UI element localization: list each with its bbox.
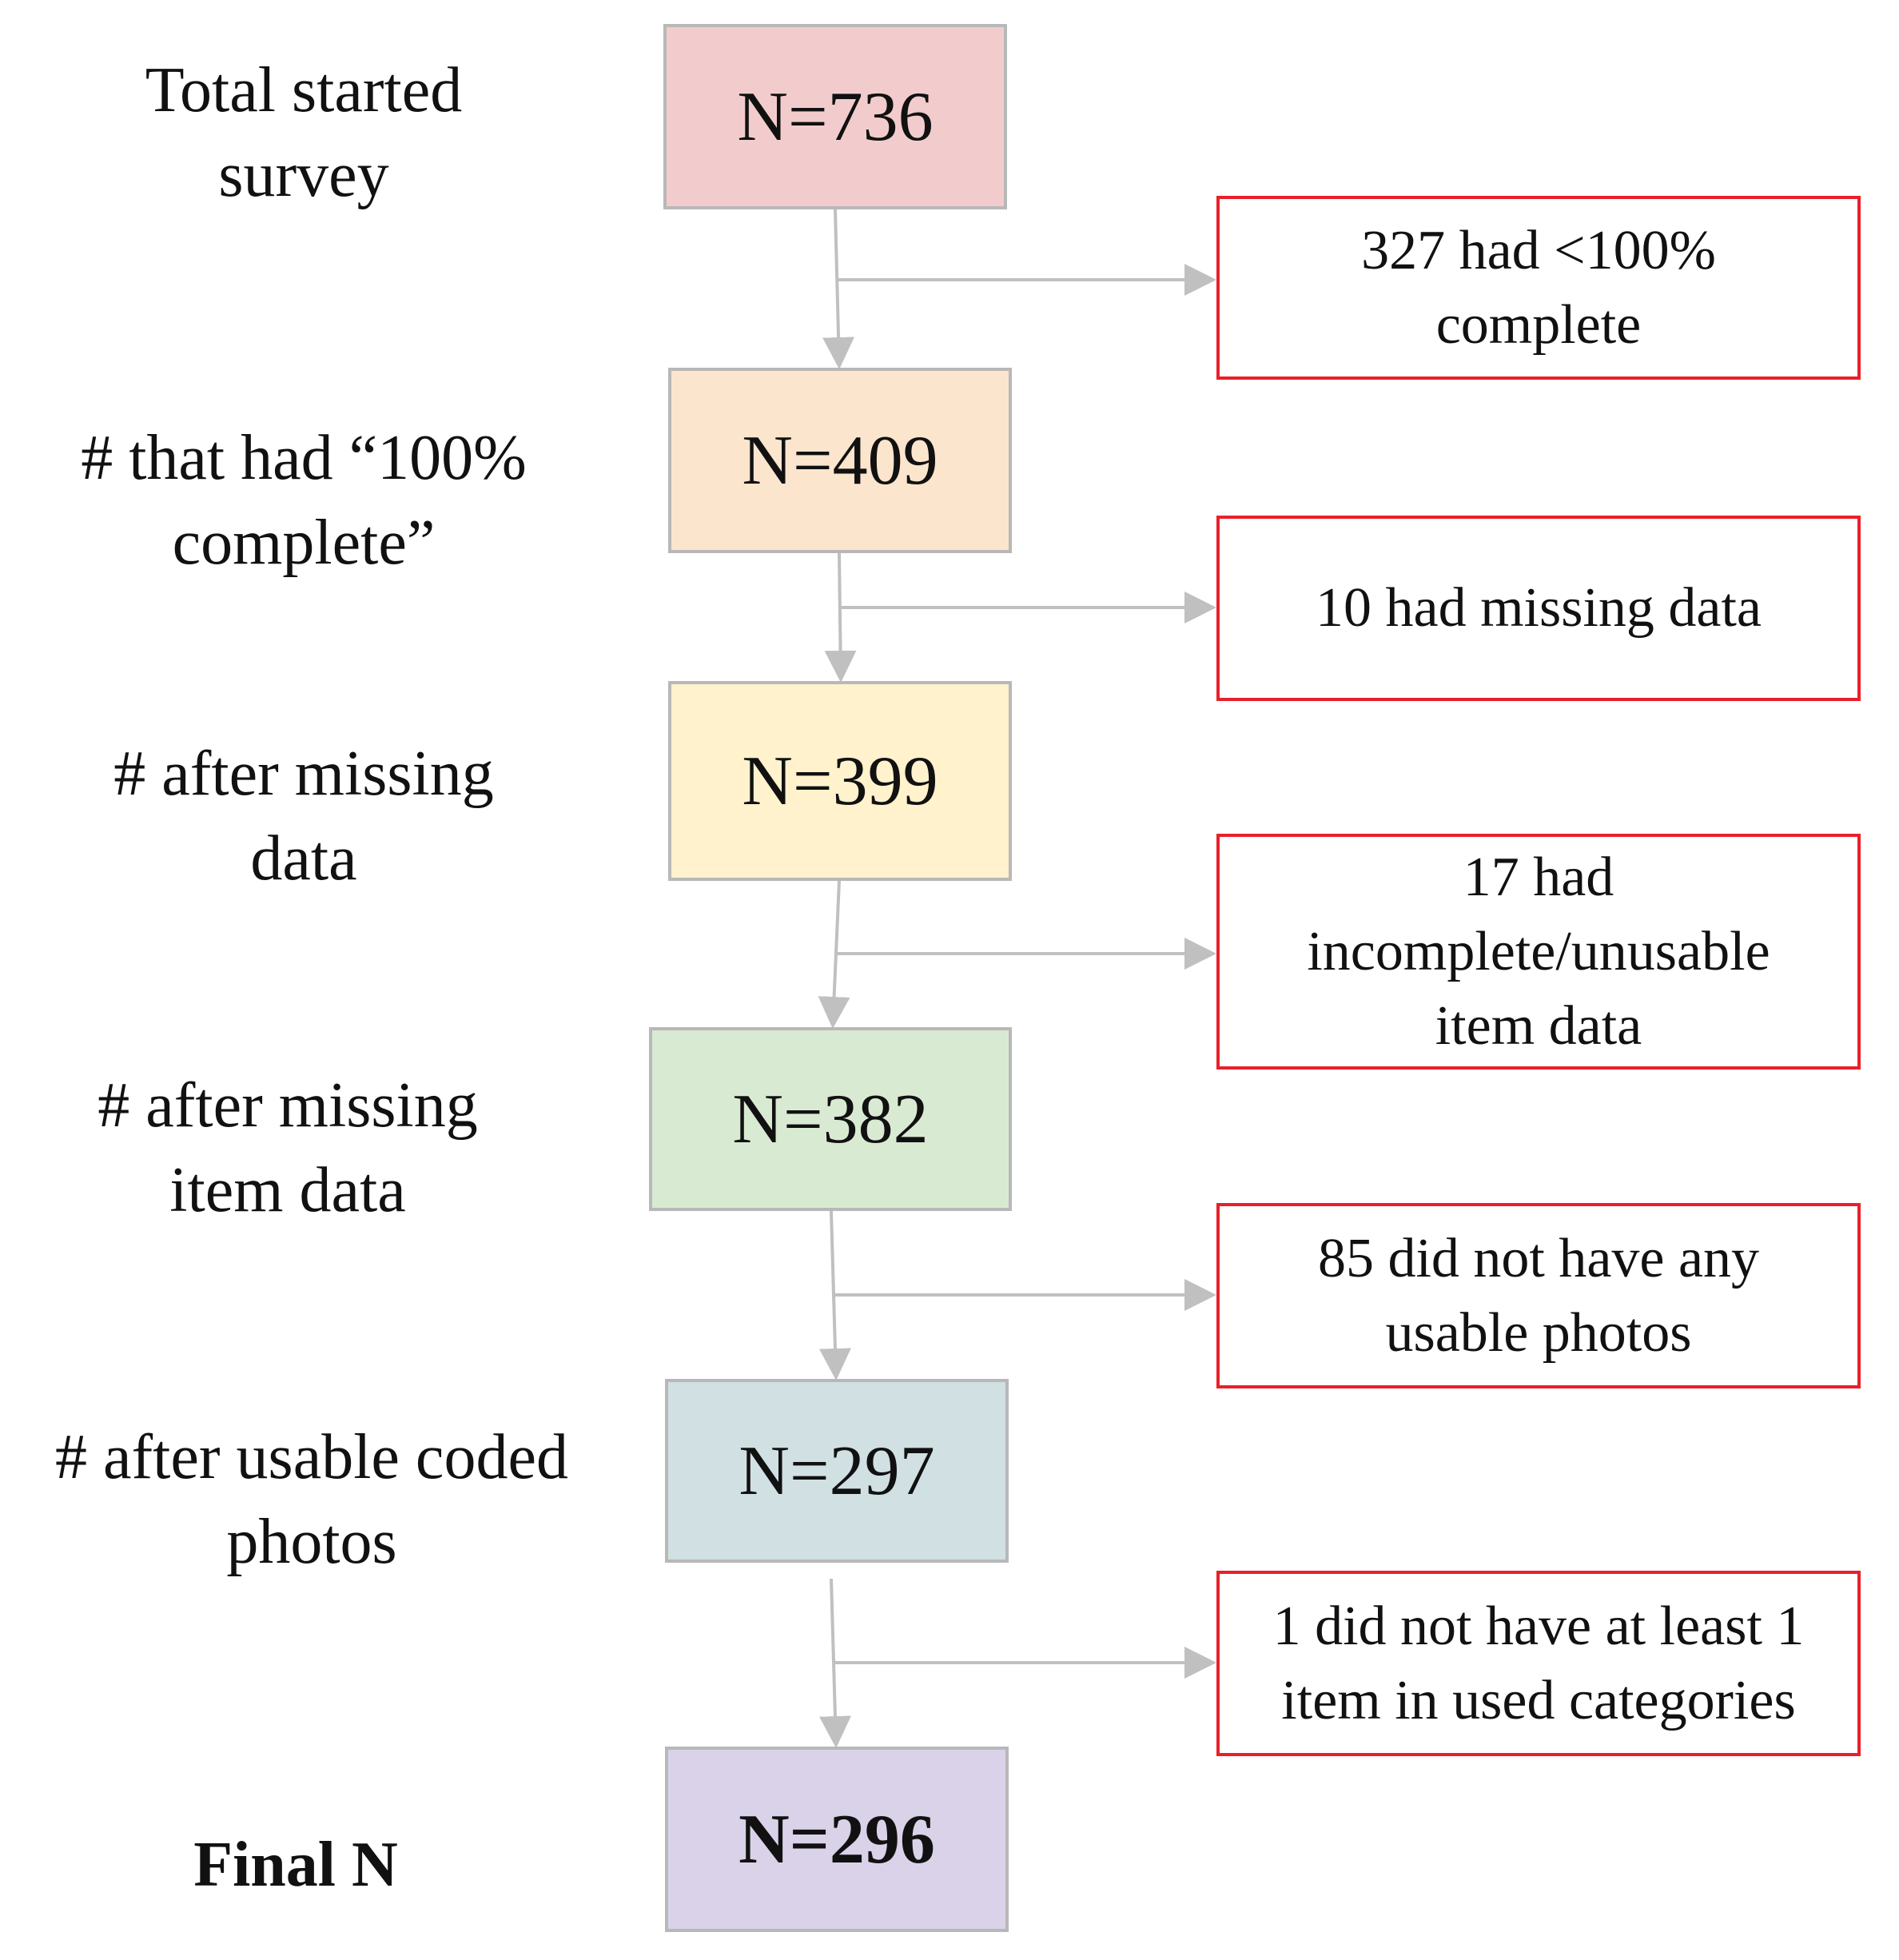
count-box-736: N=736 [663,24,1007,209]
exclusion-box-327: 327 had <100% complete [1216,196,1861,380]
down-arrow-1 [822,209,855,369]
stage-label-after-usable-photos: # after usable coded photos [55,1422,568,1578]
exclusion-box-10: 10 had missing data [1216,516,1861,701]
stage-label-final-n: Final N [193,1830,398,1900]
stage-label-started-survey: Total started survey [145,55,463,211]
stage-label-after-missing-data: # after missing data [113,739,494,894]
exclusion-box-1: 1 did not have at least 1 item in used c… [1216,1571,1861,1756]
count-box-399: N=399 [668,681,1012,881]
exclusion-box-17: 17 had incomplete/unusable item data [1216,834,1861,1070]
stage-label-after-missing-item-data: # after missing item data [98,1070,478,1226]
exclusion-box-85: 85 did not have any usable photos [1216,1203,1861,1388]
count-box-382: N=382 [649,1027,1012,1211]
stage-label-complete: # that had “100% complete” [81,423,527,579]
down-arrow-2 [824,552,857,683]
count-box-296: N=296 [665,1747,1009,1932]
count-box-409: N=409 [668,368,1012,553]
count-box-297: N=297 [665,1379,1009,1563]
